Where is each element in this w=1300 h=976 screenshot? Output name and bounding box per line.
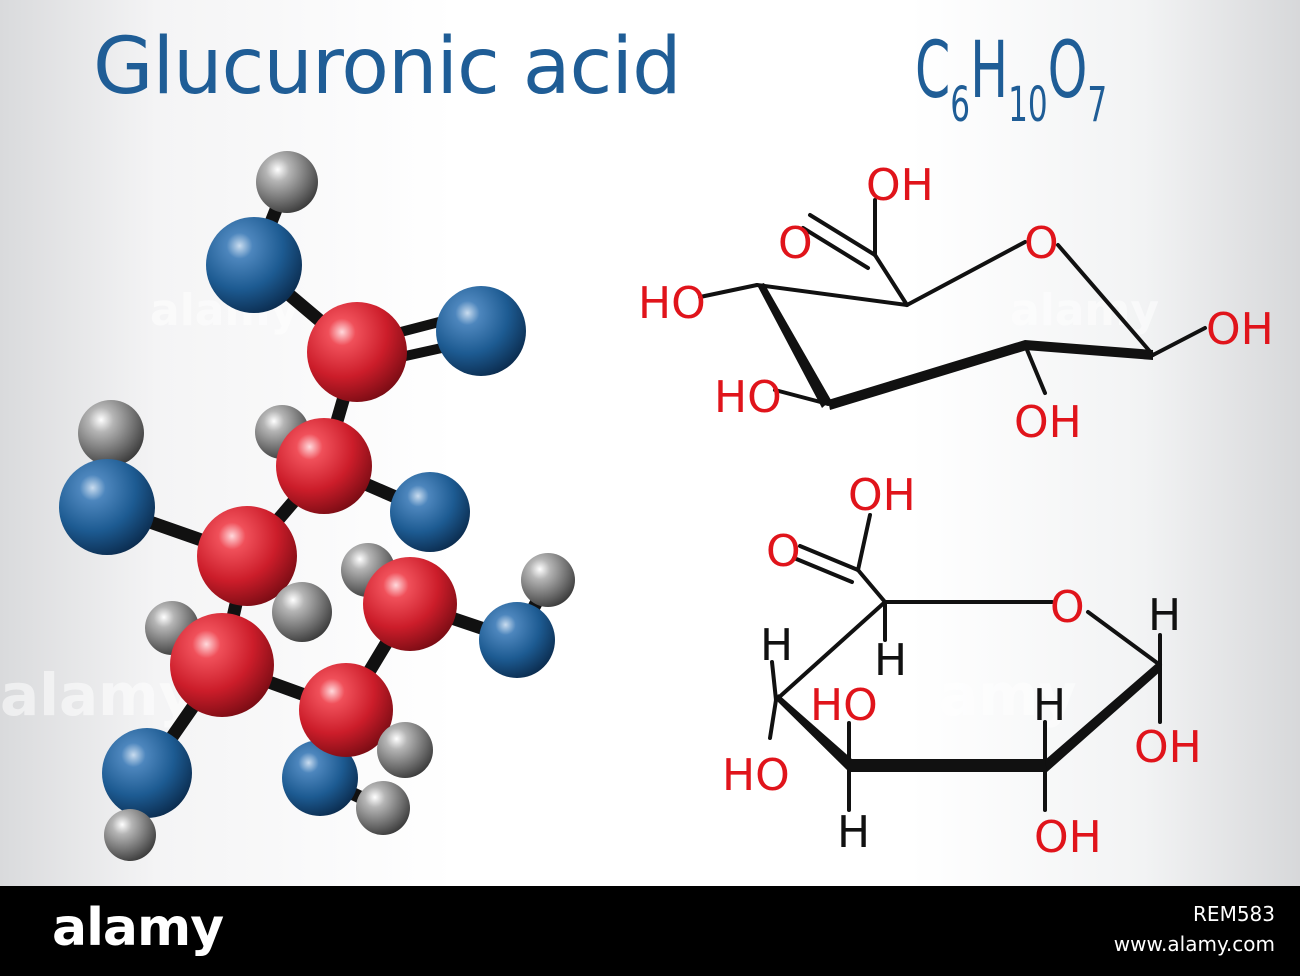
label-ho-mid: HO <box>810 680 878 731</box>
formula-hydrogen-count: 10 <box>1008 77 1048 133</box>
label-ho-left: HO <box>722 750 790 801</box>
watermark-text: alamy <box>1010 285 1159 336</box>
footer-url: www.alamy.com <box>1113 932 1275 956</box>
label-oh-top: OH <box>848 470 916 521</box>
label-ho-bottom-left: HO <box>714 372 782 423</box>
wedge-bond <box>1045 662 1162 772</box>
haworth-structure: OH O O H H H HO H OH HO H OH <box>722 470 1202 863</box>
molecule-diagram: alamy alamy alamy alamy <box>0 151 1274 863</box>
carbon-atom <box>170 613 274 717</box>
watermark-group: alamy alamy alamy alamy <box>0 285 1159 729</box>
formula-carbon: C <box>915 26 951 116</box>
carbon-atom <box>299 663 393 757</box>
formula-carbon-count: 6 <box>950 77 971 133</box>
oxygen-atom <box>282 740 358 816</box>
label-o-double: O <box>766 526 801 577</box>
wedge-bond <box>776 694 853 770</box>
hydrogen-atom <box>272 582 332 642</box>
footer-image-id: REM583 <box>1193 902 1275 926</box>
carbon-atom <box>307 302 407 402</box>
label-o-ring: O <box>1050 582 1085 633</box>
oxygen-atom <box>436 286 526 376</box>
label-oh-right: OH <box>1134 722 1202 773</box>
label-o-double: O <box>778 218 813 269</box>
oxygen-atom <box>206 217 302 313</box>
carbon-atom <box>276 418 372 514</box>
oxygen-atom <box>59 459 155 555</box>
wedge-bond <box>828 340 1027 410</box>
hydrogen-atom <box>521 553 575 607</box>
formula-hydrogen: H <box>970 26 1009 116</box>
molecular-formula: C6H10O7 <box>915 32 1107 129</box>
label-ho-left: HO <box>638 278 706 329</box>
oxygen-atom <box>479 602 555 678</box>
page-title: Glucuronic acid <box>93 22 682 112</box>
wedge-bond <box>757 283 831 408</box>
label-oh-bottom: OH <box>1034 812 1102 863</box>
hydrogen-atom <box>78 400 144 466</box>
wedge-bond <box>1025 340 1153 360</box>
carbon-atom <box>363 557 457 651</box>
hydrogen-atom <box>356 781 410 835</box>
ball-and-stick-model <box>59 151 575 861</box>
wedge-bond <box>849 759 1045 772</box>
label-oh-bottom: OH <box>1014 397 1082 448</box>
label-h-left: H <box>760 620 793 671</box>
formula-oxygen: O <box>1047 26 1088 116</box>
oxygen-atom <box>102 728 192 818</box>
chair-structure: OH O O HO OH HO OH <box>638 160 1274 448</box>
label-h-mid-right: H <box>1033 680 1066 731</box>
label-h-right-top: H <box>1148 590 1181 641</box>
footer-bar: alamy REM583 www.alamy.com <box>0 886 1300 976</box>
watermark-text: alamy <box>880 661 1076 729</box>
label-h-bottom: H <box>837 807 870 858</box>
hydrogen-atom <box>256 151 318 213</box>
footer-logo: alamy <box>52 898 224 958</box>
label-oh-top: OH <box>866 160 934 211</box>
hydrogen-atom <box>104 809 156 861</box>
hydrogen-atom <box>377 722 433 778</box>
watermark-text: alamy <box>0 661 196 729</box>
label-h-c5: H <box>874 635 907 686</box>
formula-oxygen-count: 7 <box>1087 77 1108 133</box>
carbon-atom <box>197 506 297 606</box>
oxygen-atom <box>390 472 470 552</box>
label-o-ring: O <box>1024 218 1059 269</box>
label-oh-right: OH <box>1206 304 1274 355</box>
